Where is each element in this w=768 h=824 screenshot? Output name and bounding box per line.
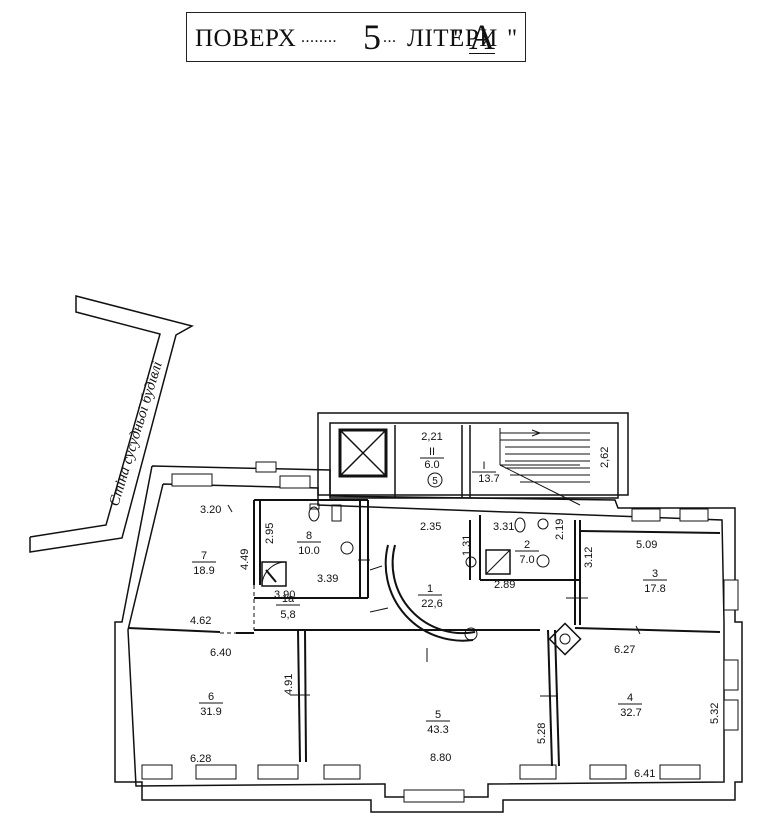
stair-block — [317, 412, 629, 499]
dim-5-28: 5.28 — [536, 723, 548, 744]
room-3-number: 3 — [652, 568, 658, 580]
dim-5-09: 5.09 — [636, 539, 657, 551]
dim-5-32: 5.32 — [709, 703, 721, 724]
dim-3-20: 3.20 — [200, 504, 221, 516]
room-II-area: 6.0 — [424, 459, 439, 471]
room-2-number: 2 — [524, 539, 530, 551]
dim-6-41: 6.41 — [634, 768, 655, 780]
sanitary-fixtures — [308, 503, 550, 641]
dim-4-62: 4.62 — [190, 615, 211, 627]
dim-4-49: 4.49 — [239, 549, 251, 570]
room-6-number: 6 — [208, 691, 214, 703]
room-3-area: 17.8 — [644, 583, 665, 595]
dim-3-12: 3.12 — [583, 547, 595, 568]
room-7-area: 18.9 — [193, 565, 214, 577]
room-8-number: 8 — [306, 530, 312, 542]
quote-close: " — [453, 25, 464, 52]
staircase — [499, 428, 590, 506]
dim-8-80: 8.80 — [430, 752, 451, 764]
room-1a-area: 5,8 — [280, 609, 295, 621]
dim-3-31: 3.31 — [493, 521, 514, 533]
dim-6-40: 6.40 — [210, 647, 231, 659]
dots-right: ... — [383, 29, 397, 46]
room-1-area: 22,6 — [421, 598, 442, 610]
room-5-area: 43.3 — [427, 724, 448, 736]
neighbor-wall — [29, 295, 194, 553]
dots-left: ........ — [301, 29, 337, 46]
room-1-number: 1 — [427, 583, 433, 595]
room-6-area: 31.9 — [200, 706, 221, 718]
dim-2-35: 2.35 — [420, 521, 441, 533]
quote-open: " — [507, 25, 518, 52]
room-7-number: 7 — [201, 550, 207, 562]
stair-symbol: 5 — [432, 476, 438, 487]
curved-wall — [369, 544, 476, 662]
dim-2-95: 2.95 — [264, 523, 276, 544]
windows — [141, 461, 739, 803]
dim-4-91: 4.91 — [283, 674, 295, 695]
door-swings — [261, 549, 582, 656]
room-5-number: 5 — [435, 709, 441, 721]
dim-2-62: 2,62 — [599, 447, 611, 468]
room-I-area: 13.7 — [478, 473, 499, 485]
room-4-area: 32.7 — [620, 707, 641, 719]
dim-3-39: 3.39 — [317, 573, 338, 585]
floor-number: 5 — [363, 17, 381, 57]
dim-2-89: 2.89 — [494, 579, 515, 591]
partitions — [127, 499, 721, 767]
letter-value: А — [469, 17, 495, 57]
room-labels: 1 22,6 1а 5,8 2 7.0 3 17.8 4 32.7 5 43.3… — [192, 431, 667, 736]
dim-2-19: 2.19 — [554, 519, 566, 540]
dim-6-28: 6.28 — [190, 753, 211, 765]
letter-word: ЛІТЕРИ — [407, 25, 498, 52]
dim-1-31: 1.31 — [461, 535, 473, 556]
dim-6-27: 6.27 — [614, 644, 635, 656]
room-1a-number: 1а — [282, 593, 295, 605]
room-4-number: 4 — [627, 692, 633, 704]
dimension-labels: 3.20 4.49 2.95 3.39 3.90 4.62 6.40 4.91 … — [190, 447, 721, 780]
floor-word: ПОВЕРХ — [195, 25, 297, 52]
room-8-area: 10.0 — [298, 545, 319, 557]
building-outline — [114, 465, 743, 813]
room-II-number: II — [429, 446, 435, 458]
floor-title-box: ПОВЕРХ ........ 5 ... ЛІТЕРИ " А " — [186, 12, 526, 62]
room-2-area: 7.0 — [519, 554, 534, 566]
dim-3-90: 3.90 — [274, 589, 295, 601]
room-II-width: 2,21 — [421, 431, 442, 443]
door-marks — [227, 504, 641, 697]
room-I-number: I — [482, 460, 485, 472]
